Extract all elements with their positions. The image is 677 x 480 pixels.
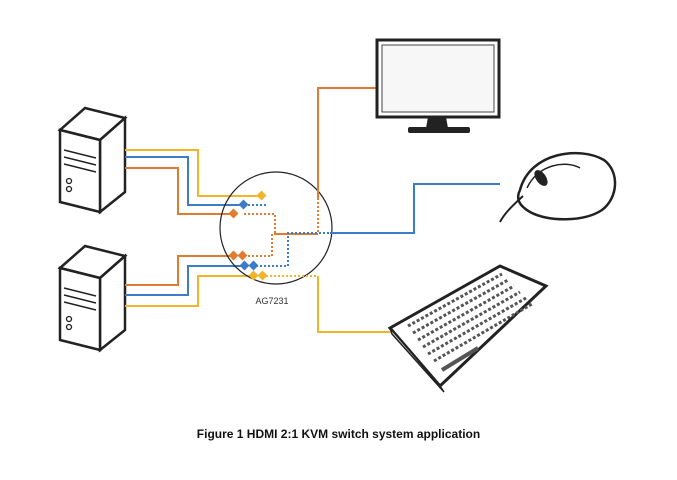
- cable-monitor-orange: [317, 87, 378, 198]
- keyboard-icon: [387, 264, 549, 393]
- pc-top-icon: [57, 106, 128, 215]
- switch-circle: [219, 171, 333, 285]
- cable-pc-bottom-orange: [125, 255, 234, 286]
- switch-label: AG7231: [255, 296, 288, 306]
- cables-output: [317, 87, 500, 333]
- pc-bottom-icon: [57, 244, 128, 353]
- switch-internal-paths: [244, 198, 330, 277]
- cable-pc-bottom-yellow: [125, 275, 256, 307]
- cable-mouse-blue: [330, 183, 500, 234]
- switch-ports: [228, 190, 268, 281]
- cable-pc-top-blue: [125, 156, 244, 206]
- cables-pc-bottom: [125, 255, 256, 307]
- cable-pc-top-orange: [125, 167, 234, 215]
- cable-pc-bottom-blue: [125, 265, 246, 296]
- cable-keyboard-yellow: [317, 276, 392, 333]
- monitor-icon: [375, 38, 501, 133]
- mouse-icon: [499, 151, 617, 223]
- figure-caption: Figure 1 HDMI 2:1 KVM switch system appl…: [196, 427, 481, 441]
